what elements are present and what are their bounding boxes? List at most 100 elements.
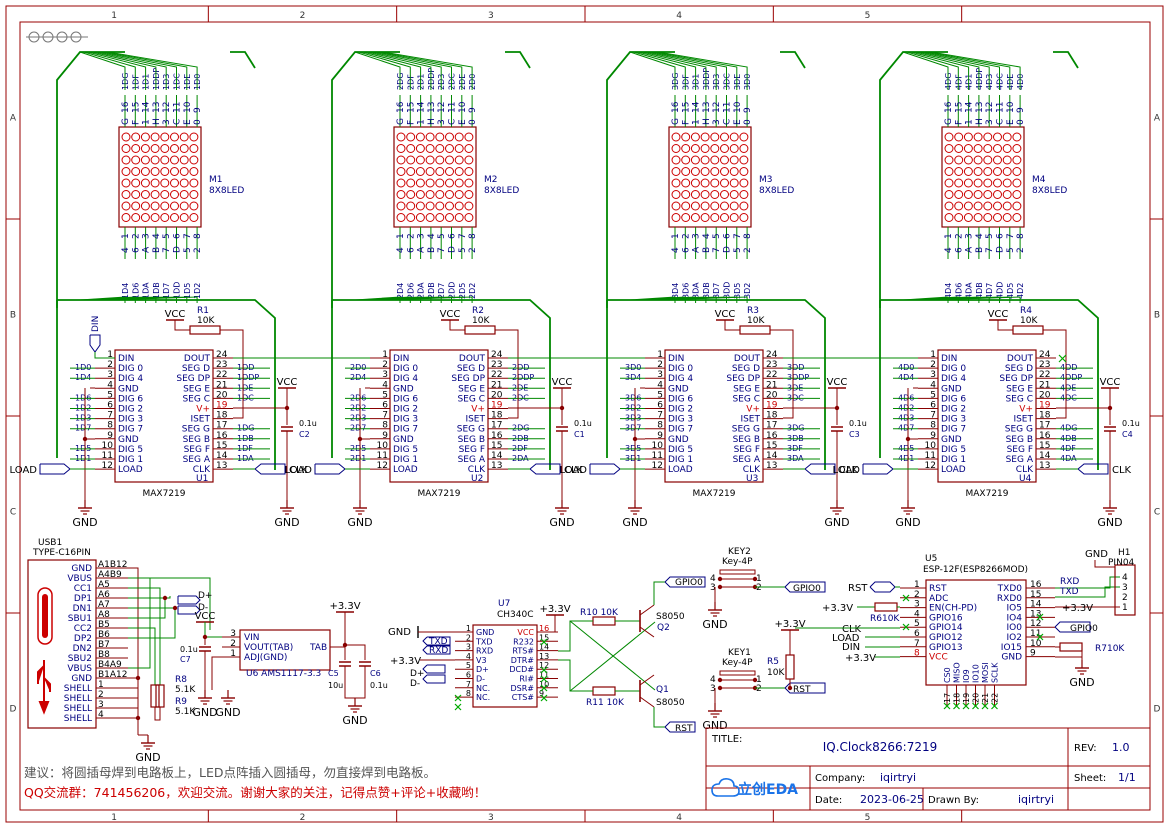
pin-letter: G	[671, 118, 681, 125]
matrix-ref: M1	[209, 175, 223, 185]
wire	[449, 320, 465, 331]
pin-number: 16	[216, 431, 228, 441]
chip-ref: U6 AMS1117-3.3	[246, 669, 321, 679]
chip-value: ESP-12F(ESP8266MOD)	[923, 565, 1028, 575]
pin-number: 16	[944, 101, 954, 113]
pin-number: 9	[193, 107, 203, 113]
pin-name: SEG B	[183, 435, 210, 445]
led-dot	[170, 213, 179, 222]
led-dot	[1002, 132, 1012, 142]
led-dot	[1012, 155, 1022, 165]
bus-entry	[914, 51, 980, 90]
pin-letter: A	[965, 246, 975, 253]
pin-name: GPIO16	[929, 613, 963, 623]
pin-number: 15	[131, 102, 141, 113]
net-flag	[1054, 621, 1091, 633]
led-dot	[671, 201, 681, 211]
pin-name: GND	[941, 435, 962, 445]
led-dot	[954, 213, 964, 222]
net-label: RXD	[1060, 577, 1079, 587]
net-flag	[177, 595, 201, 605]
pin-number: 3	[692, 233, 702, 239]
led-dot	[170, 190, 179, 199]
led-dot	[140, 201, 150, 211]
net-flag	[422, 636, 451, 646]
resistor-value: 10K	[747, 316, 765, 326]
usb-logo-icon	[37, 660, 51, 715]
net-flag	[784, 581, 826, 593]
net-flag-label: TXD	[428, 637, 448, 647]
bus-line	[56, 51, 125, 308]
wire	[211, 656, 222, 690]
led-dot	[720, 132, 729, 142]
pin-number: 13	[1039, 461, 1050, 471]
wire	[495, 329, 519, 419]
pin-name: DIG 3	[668, 415, 693, 425]
led-dot	[140, 213, 150, 222]
led-dot	[700, 201, 710, 211]
pin-number: 18	[491, 411, 503, 421]
note-line-2: QQ交流群：741456206，欢迎交流。谢谢大家的关注，记得点赞+评论+收藏哟…	[24, 785, 486, 800]
pin-name: DIG 1	[393, 455, 418, 465]
max7219-chip	[937, 349, 1037, 483]
led-dot	[435, 201, 445, 211]
led-dot	[993, 144, 1002, 153]
net-label: 3DA	[692, 282, 701, 299]
pin-number: 15	[216, 441, 227, 451]
pin-name: SEG D	[1005, 364, 1033, 374]
pin-number: 7	[183, 233, 193, 239]
pin-letter: 4	[396, 247, 406, 253]
wire	[220, 329, 244, 419]
pin-number: 2	[914, 590, 920, 600]
led-dot	[973, 213, 983, 222]
led-dot	[464, 190, 474, 199]
led-dot	[954, 178, 964, 188]
pin-letter: 4	[671, 247, 681, 253]
pin-number: 3	[142, 233, 152, 239]
pin-name: DIG 0	[668, 364, 693, 374]
wire	[653, 581, 665, 605]
pin-number: 15	[954, 102, 964, 113]
pin-name: SEG C	[1005, 394, 1033, 404]
net-label: 4DB	[975, 282, 984, 299]
no-connect	[902, 594, 910, 602]
pin-number: 10	[458, 101, 468, 113]
power-label: VCC	[195, 611, 216, 622]
pin-letter: 1	[142, 119, 152, 125]
pin-letter: 1	[417, 119, 427, 125]
wire	[128, 567, 139, 735]
led-dot	[681, 190, 691, 199]
wire	[558, 620, 593, 652]
net-label: 2DB	[427, 282, 436, 299]
led-dot	[406, 144, 416, 153]
pin-number: 7	[458, 233, 468, 239]
pin-name: IO0	[1007, 623, 1023, 633]
pin-number: 7	[1006, 233, 1016, 239]
junction-dot	[787, 685, 793, 691]
resistor-ref: R2	[472, 306, 484, 316]
pin-name: SEG DP	[726, 374, 760, 384]
power-label: VCC	[277, 377, 298, 388]
pin-name: SEG F	[1007, 445, 1033, 455]
pin-letter: 2	[743, 247, 753, 253]
pin-name: MOSI	[981, 662, 990, 683]
max7219-chip	[389, 349, 489, 483]
pin-number: 18	[953, 693, 962, 703]
pin-number: 8	[382, 421, 388, 431]
cross-wire	[569, 620, 656, 691]
led-dot	[435, 167, 445, 176]
pin-name: SCLK	[991, 662, 1000, 683]
bus-line	[780, 51, 806, 69]
net-flag-label: DIN	[91, 316, 101, 332]
led-dot	[983, 144, 993, 153]
pin-name: SEG D	[732, 364, 760, 374]
led-dot	[993, 167, 1002, 176]
wire	[128, 587, 161, 685]
net-flag-label: CLK	[839, 465, 859, 476]
pin-number: 2	[930, 360, 936, 370]
pin-name: DSR#	[511, 684, 535, 693]
pin-number: 17	[766, 421, 777, 431]
pin-number: 10	[1006, 101, 1016, 113]
pin-letter: G	[121, 118, 131, 125]
junction-dot	[752, 677, 758, 683]
